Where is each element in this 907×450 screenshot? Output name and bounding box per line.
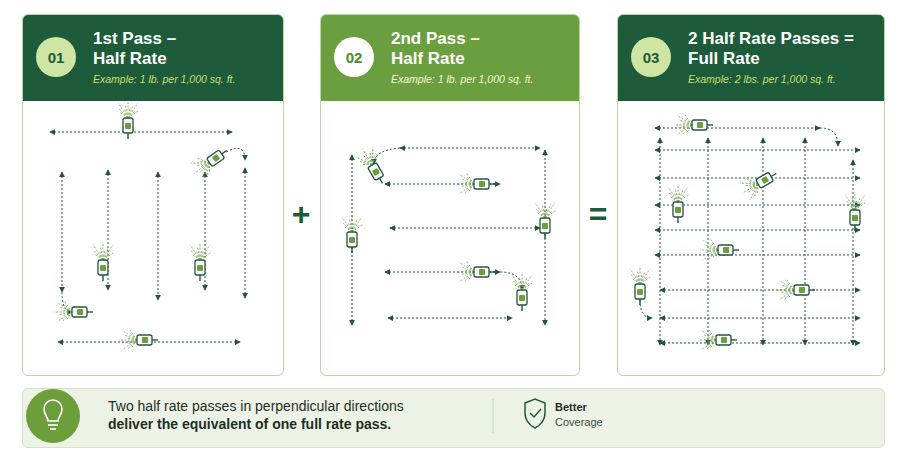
step-number-circle: 03 (631, 37, 671, 77)
spreader-icon (93, 242, 114, 281)
path-arrow (545, 150, 546, 325)
spreader-icon (54, 301, 93, 322)
spreader-icon (698, 329, 737, 350)
summary-text: deliver the equivalent of one full rate … (108, 416, 391, 433)
path-arrow (158, 172, 159, 300)
path-arrow (50, 132, 232, 133)
turn-arrow (226, 148, 245, 160)
spreader-icon (845, 192, 866, 231)
path-arrow (655, 128, 820, 129)
step-number-circle: 02 (334, 37, 374, 77)
spreader-icon (118, 100, 139, 139)
spreader-icon (630, 266, 651, 305)
path-arrow (245, 168, 246, 298)
panel-title: 2 Half Rate Passes = Full Rate (688, 29, 873, 69)
path-arrow (660, 138, 661, 345)
turn-arrow (820, 128, 838, 146)
path-arrow (853, 160, 854, 345)
path-arrow (708, 138, 709, 345)
path-arrow (763, 138, 764, 345)
path-arrow (62, 172, 63, 292)
path-arrow (660, 290, 860, 291)
pass-panel: 2 Half Rate Passes = Full RateExample: 2… (617, 14, 885, 376)
turn-arrow (500, 272, 522, 290)
example-rate: Example: 2 lbs. per 1,000 sq. ft. (688, 73, 876, 86)
path-arrow (400, 148, 540, 149)
benefit-text: Coverage (555, 416, 603, 429)
step-number: 03 (643, 49, 660, 66)
path-arrow (805, 138, 806, 345)
path-arrow (655, 230, 860, 231)
spreader-icon (355, 144, 393, 188)
spreader-icon (512, 272, 533, 311)
path-arrow (390, 228, 540, 229)
spreader-icon (119, 329, 158, 350)
example-rate: Example: 1 lb. per 1,000 sq. ft. (391, 73, 571, 86)
path-arrow (655, 255, 860, 256)
panel-title: 2nd Pass – Half Rate (391, 29, 509, 69)
path-arrow (655, 150, 860, 151)
path-arrow (660, 318, 860, 319)
spreader-icon (700, 239, 739, 260)
spreader-icon (668, 184, 689, 223)
spreader-icon (776, 279, 815, 300)
equals-sign: = (589, 198, 608, 230)
spreader-icon (737, 164, 781, 202)
path-arrow (655, 205, 860, 206)
spreader-icon (674, 114, 713, 135)
plus-sign: + (292, 198, 311, 230)
pass-panel: 2nd Pass – Half RateExample: 1 lb. per 1… (320, 14, 580, 376)
turn-arrow (374, 148, 400, 164)
benefit-text: Better (555, 401, 587, 414)
spreader-icon (342, 214, 363, 253)
step-number-circle: 01 (36, 37, 76, 77)
summary-banner: Two half rate passes in perpendicular di… (22, 388, 885, 448)
example-rate: Example: 1 lb. per 1,000 sq. ft. (93, 73, 275, 86)
spreader-icon (190, 242, 211, 281)
panel-title: 1st Pass – Half Rate (93, 29, 211, 69)
turn-arrow (640, 300, 652, 318)
turn-arrow (62, 292, 72, 312)
path-arrow (388, 318, 512, 319)
spreader-icon (188, 141, 232, 181)
spreader-icon (456, 261, 495, 282)
pass-panel: 1st Pass – Half RateExample: 1 lb. per 1… (22, 14, 284, 376)
step-number: 01 (48, 49, 65, 66)
spreader-icon (535, 200, 556, 239)
spreader-icon (456, 173, 495, 194)
path-arrow (660, 343, 860, 344)
step-number: 02 (346, 49, 363, 66)
summary-text: Two half rate passes in perpendicular di… (108, 398, 404, 415)
